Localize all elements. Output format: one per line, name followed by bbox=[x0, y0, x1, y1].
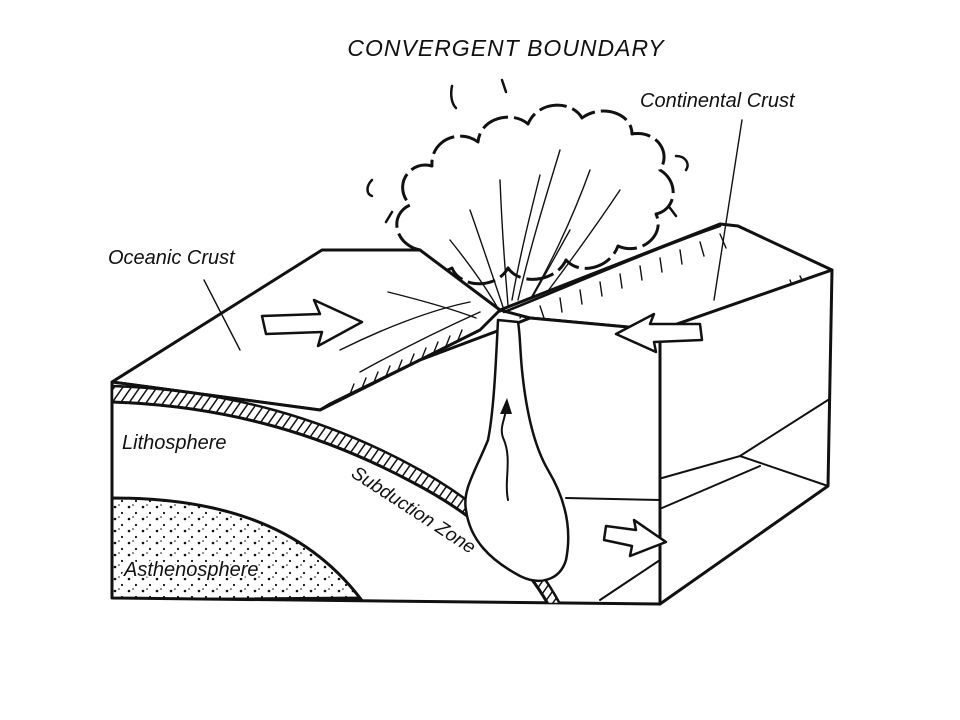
continental-crust-leader bbox=[713, 119, 743, 301]
asthenosphere-label: Asthenosphere bbox=[123, 559, 259, 581]
oceanic-crust-leader bbox=[203, 279, 241, 351]
continental-motion-arrow bbox=[614, 312, 704, 354]
mantle-motion-arrow bbox=[602, 518, 668, 558]
continental-crust-label: Continental Crust bbox=[640, 90, 796, 112]
diagram-title: CONVERGENT BOUNDARY bbox=[347, 35, 665, 61]
side-face-lines bbox=[661, 399, 829, 509]
eruption-cloud bbox=[366, 78, 689, 319]
magma-conduit bbox=[464, 318, 570, 582]
lithosphere-label: Lithosphere bbox=[122, 432, 227, 454]
oceanic-motion-arrow bbox=[260, 298, 364, 348]
oceanic-crust-label: Oceanic Crust bbox=[108, 247, 236, 269]
continental-side-face bbox=[658, 268, 834, 606]
asthenosphere-region bbox=[112, 496, 364, 602]
